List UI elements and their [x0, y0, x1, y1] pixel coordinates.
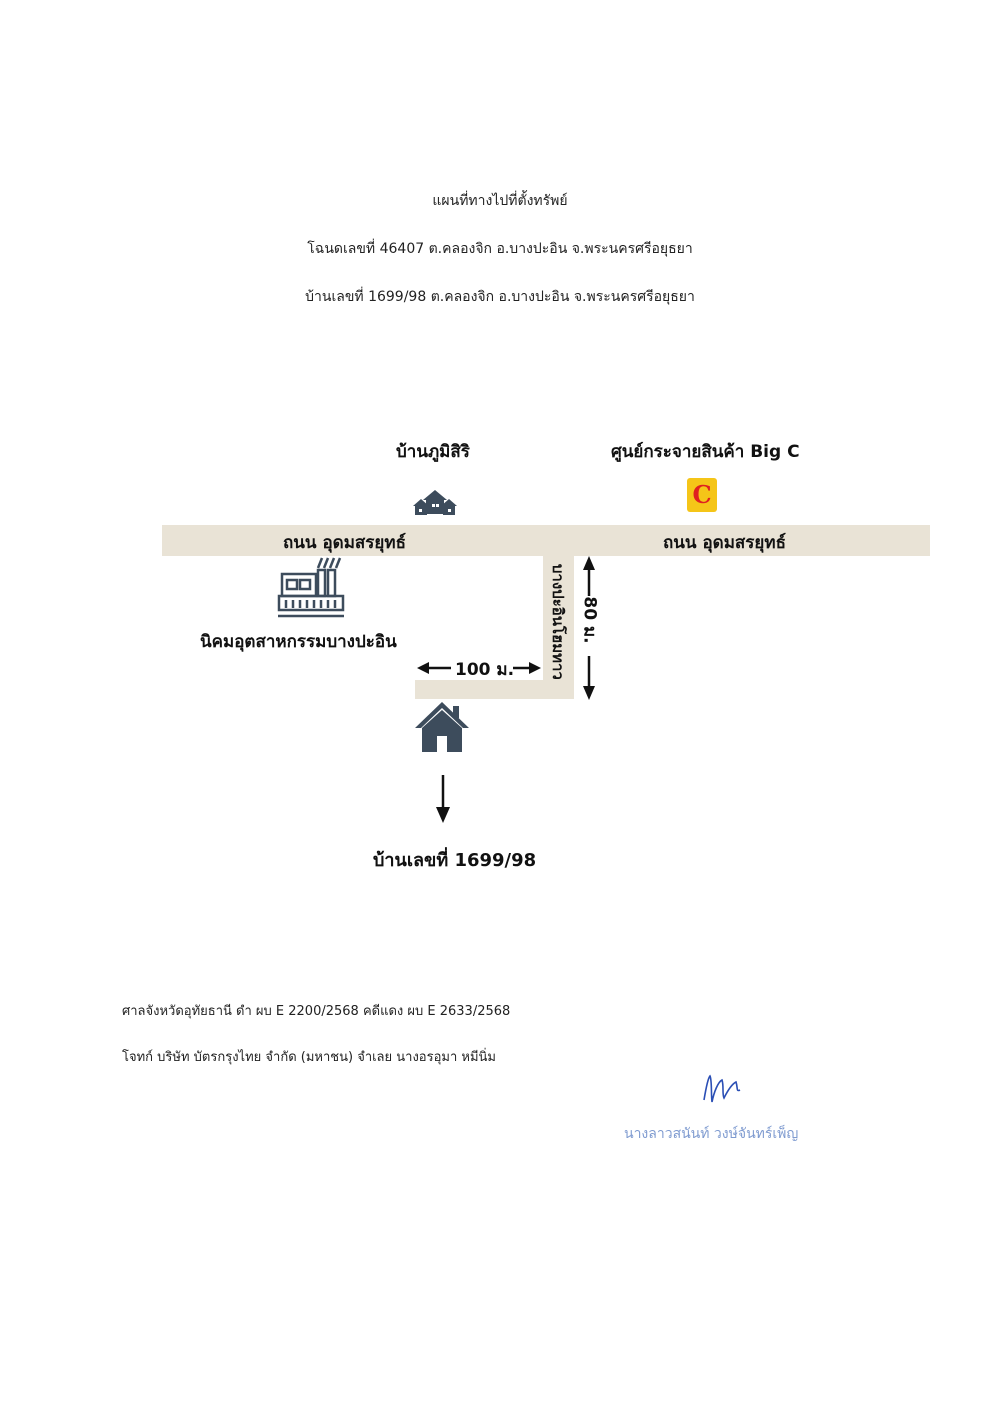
distance-horizontal-label: 100 ม. — [455, 660, 515, 680]
bigc-logo-letter: C — [692, 480, 712, 509]
side-road — [543, 556, 574, 699]
page-title: แผนที่ทางไปที่ตั้งทรัพย์ — [432, 193, 568, 209]
road-label-right: ถนน อุดมสรยุทธ์ — [663, 533, 786, 553]
distance-vertical-arrow — [583, 556, 595, 700]
industrial-estate-label: นิคมอุตสาหกรรมบางปะอิน — [200, 632, 397, 652]
house-address-line: บ้านเลขที่ 1699/98 ต.คลองจิก อ.บางปะอิน … — [305, 289, 695, 305]
village-icon — [413, 490, 457, 515]
village-label: บ้านภูมิสิริ — [396, 442, 470, 462]
factory-icon — [277, 557, 345, 618]
handwritten-signature — [703, 1074, 741, 1103]
main-road — [162, 525, 930, 556]
parties-line: โจทก์ บริษัท บัตรกรุงไทย จำกัด (มหาชน) จ… — [122, 1050, 497, 1065]
bigc-logo-icon: C — [687, 478, 717, 512]
distance-vertical-label: 80 ม. — [579, 596, 600, 644]
road-label-left: ถนน อุดมสรยุทธ์ — [283, 533, 406, 553]
side-road-label: บางปะอินโฮมทาวน์ — [549, 563, 567, 691]
destination-label: บ้านเลขที่ 1699/98 — [373, 850, 537, 871]
bigc-label: ศูนย์กระจายสินค้า Big C — [611, 442, 800, 462]
distance-horizontal-arrow — [417, 662, 541, 674]
deed-line: โฉนดเลขที่ 46407 ต.คลองจิก อ.บางปะอิน จ.… — [307, 241, 693, 257]
signer-name: นางลาวสนันท์ วงษ์จันทร์เพ็ญ — [624, 1126, 799, 1142]
arrow-down-icon — [436, 775, 450, 823]
house-lane — [415, 680, 574, 699]
court-case-line: ศาลจังหวัดอุทัยธานี ดำ ผบ E 2200/2568 คด… — [122, 1004, 511, 1019]
house-icon — [415, 702, 469, 752]
